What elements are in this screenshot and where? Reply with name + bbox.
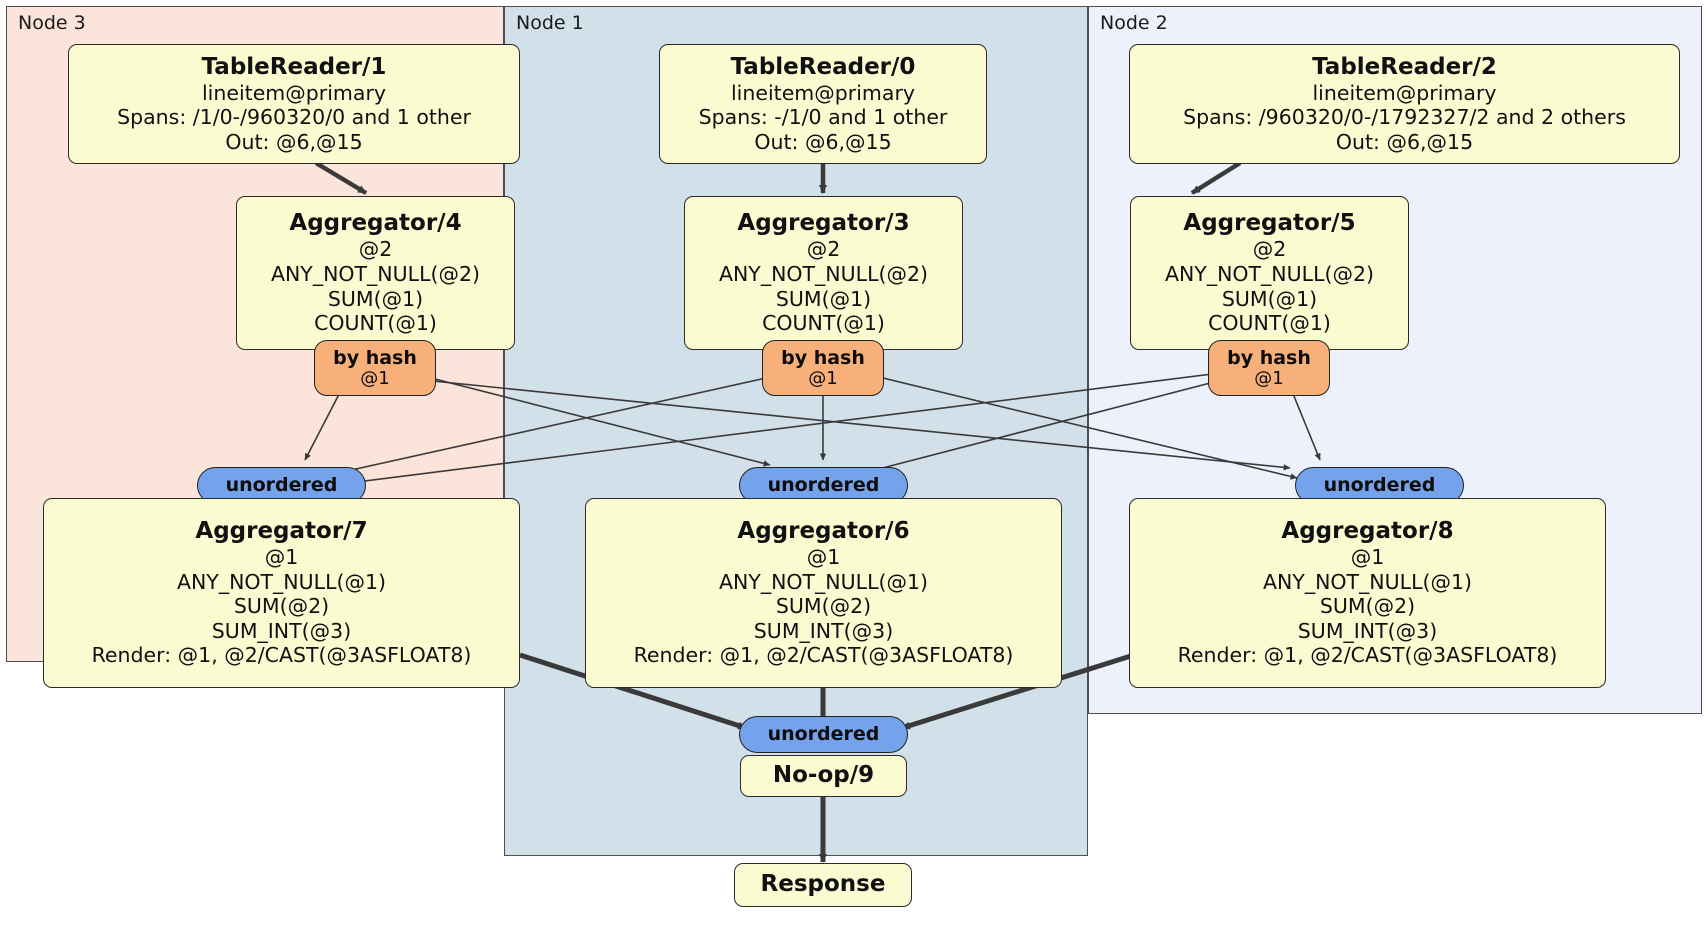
processor-title: TableReader/1: [201, 53, 387, 80]
processor-title: Aggregator/6: [737, 517, 910, 544]
processor-detail: SUM(@2): [1319, 594, 1416, 619]
processor-title: Aggregator/7: [195, 517, 368, 544]
processor-detail: Spans: /1/0-/960320/0 and 1 other: [117, 105, 471, 130]
processor-detail: SUM(@2): [233, 594, 330, 619]
processor-detail: @1: [1350, 545, 1385, 570]
processor-aggregator-7[interactable]: Aggregator/7 @1 ANY_NOT_NULL(@1) SUM(@2)…: [43, 498, 520, 688]
processor-aggregator-8[interactable]: Aggregator/8 @1 ANY_NOT_NULL(@1) SUM(@2)…: [1129, 498, 1606, 688]
processor-detail: SUM_INT(@3): [211, 618, 352, 643]
processor-title: Aggregator/4: [289, 210, 462, 237]
processor-table-reader-2[interactable]: TableReader/2 lineitem@primary Spans: /9…: [1129, 44, 1680, 164]
processor-aggregator-3[interactable]: Aggregator/3 @2 ANY_NOT_NULL(@2) SUM(@1)…: [684, 196, 963, 350]
processor-title: No-op/9: [772, 762, 875, 789]
synchronizer-label: unordered: [767, 474, 880, 497]
processor-aggregator-6[interactable]: Aggregator/6 @1 ANY_NOT_NULL(@1) SUM(@2)…: [585, 498, 1062, 688]
processor-detail: SUM(@1): [327, 286, 424, 311]
router-column: @1: [808, 367, 838, 389]
processor-render: Render: @1, @2/CAST(@3ASFLOAT8): [1177, 643, 1558, 668]
processor-title: Aggregator/5: [1183, 210, 1356, 237]
processor-detail: Out: @6,@15: [1335, 129, 1474, 154]
processor-table-reader-0[interactable]: TableReader/0 lineitem@primary Spans: -/…: [659, 44, 987, 164]
processor-title: Aggregator/3: [737, 210, 910, 237]
processor-render: Render: @1, @2/CAST(@3ASFLOAT8): [91, 643, 472, 668]
output-router-by-hash-left[interactable]: by hash @1: [314, 340, 436, 396]
synchronizer-label: unordered: [1323, 474, 1436, 497]
processor-table-reader-1[interactable]: TableReader/1 lineitem@primary Spans: /1…: [68, 44, 520, 164]
processor-detail: lineitem@primary: [201, 80, 387, 105]
processor-detail: ANY_NOT_NULL(@2): [1164, 261, 1375, 286]
router-column: @1: [360, 367, 390, 389]
processor-aggregator-4[interactable]: Aggregator/4 @2 ANY_NOT_NULL(@2) SUM(@1)…: [236, 196, 515, 350]
processor-detail: SUM(@1): [775, 286, 872, 311]
processor-title: TableReader/0: [730, 53, 916, 80]
processor-detail: Spans: /960320/0-/1792327/2 and 2 others: [1183, 105, 1626, 130]
processor-detail: Spans: -/1/0 and 1 other: [698, 105, 948, 130]
processor-render: Render: @1, @2/CAST(@3ASFLOAT8): [633, 643, 1014, 668]
processor-detail: ANY_NOT_NULL(@1): [1262, 569, 1473, 594]
synchronizer-unordered-left[interactable]: unordered: [197, 467, 366, 504]
processor-title: Aggregator/8: [1281, 517, 1454, 544]
processor-detail: Out: @6,@15: [225, 129, 363, 154]
processor-detail: @2: [358, 237, 393, 262]
processor-detail: SUM_INT(@3): [753, 618, 894, 643]
processor-detail: SUM_INT(@3): [1297, 618, 1438, 643]
processor-title: Response: [760, 871, 886, 898]
processor-detail: ANY_NOT_NULL(@2): [270, 261, 481, 286]
processor-detail: Out: @6,@15: [754, 129, 892, 154]
node-panel-node3-label: Node 3: [18, 12, 86, 34]
output-router-by-hash-center[interactable]: by hash @1: [762, 340, 884, 396]
processor-response[interactable]: Response: [734, 863, 912, 907]
router-label: by hash: [781, 346, 865, 369]
processor-detail: ANY_NOT_NULL(@1): [176, 569, 387, 594]
processor-detail: COUNT(@1): [1208, 311, 1331, 336]
router-label: by hash: [333, 346, 417, 369]
processor-detail: @1: [264, 545, 299, 570]
output-router-by-hash-right[interactable]: by hash @1: [1208, 340, 1330, 396]
processor-detail: lineitem@primary: [730, 80, 916, 105]
router-column: @1: [1254, 367, 1284, 389]
synchronizer-label: unordered: [767, 723, 880, 746]
processor-detail: ANY_NOT_NULL(@2): [718, 261, 929, 286]
processor-detail: ANY_NOT_NULL(@1): [718, 569, 929, 594]
processor-detail: @2: [1252, 237, 1287, 262]
processor-aggregator-5[interactable]: Aggregator/5 @2 ANY_NOT_NULL(@2) SUM(@1)…: [1130, 196, 1409, 350]
processor-detail: @1: [806, 545, 841, 570]
synchronizer-label: unordered: [225, 474, 338, 497]
processor-detail: SUM(@2): [775, 594, 872, 619]
processor-detail: lineitem@primary: [1312, 80, 1497, 105]
router-label: by hash: [1227, 346, 1311, 369]
node-panel-node1-label: Node 1: [516, 12, 584, 34]
processor-detail: @2: [806, 237, 841, 262]
processor-detail: COUNT(@1): [314, 311, 437, 336]
node-panel-node2-label: Node 2: [1100, 12, 1168, 34]
processor-title: TableReader/2: [1312, 53, 1497, 80]
processor-no-op-9[interactable]: No-op/9: [740, 755, 907, 797]
processor-detail: SUM(@1): [1221, 286, 1318, 311]
synchronizer-unordered-final[interactable]: unordered: [739, 716, 908, 753]
processor-detail: COUNT(@1): [762, 311, 885, 336]
